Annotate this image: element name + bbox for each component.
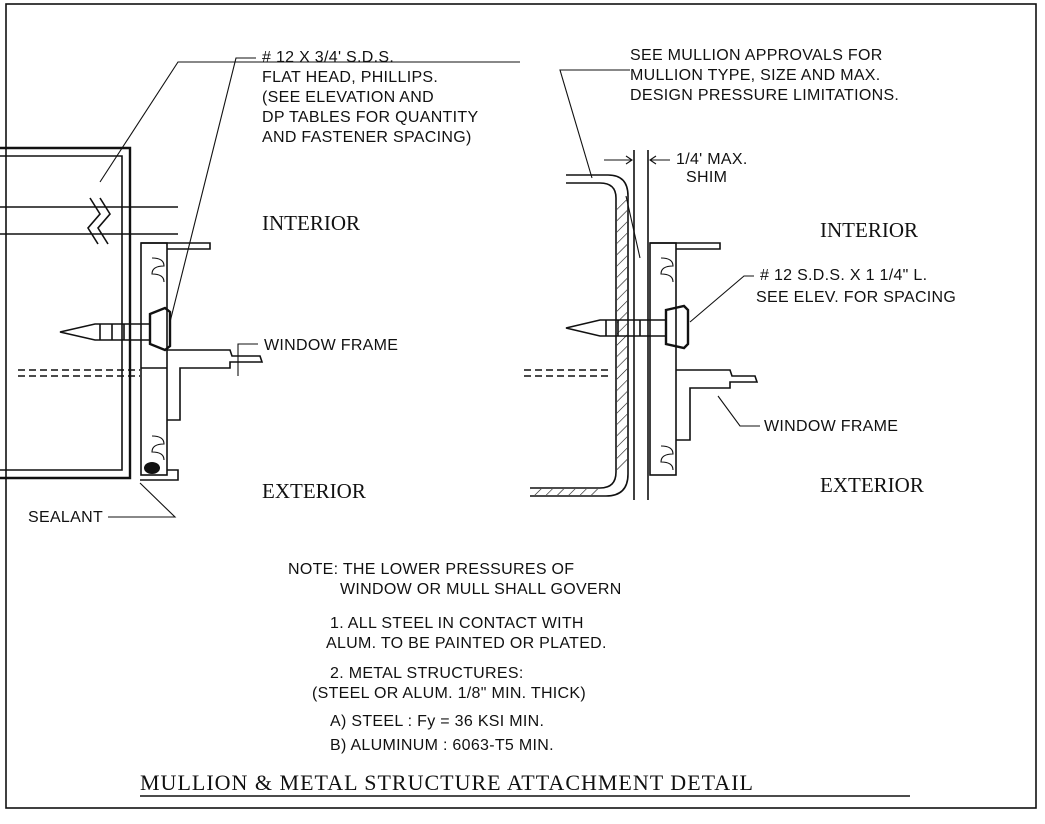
left-fastener-callout: # 12 X 3/4' S.D.S. FLAT HEAD, PHILLIPS. …: [262, 49, 478, 146]
drawing-title: MULLION & METAL STRUCTURE ATTACHMENT DET…: [140, 770, 754, 795]
mullion-outer-wall: [530, 182, 617, 489]
left-detail: [0, 57, 520, 518]
shim-label-line-2: SHIM: [686, 169, 727, 186]
right-shim-pointer: [625, 195, 641, 259]
left-window-frame-leader: [237, 343, 258, 376]
right-frame-flange-bottom: [676, 369, 759, 441]
note-item-2-line-1: 2. METAL STRUCTURES:: [330, 665, 524, 682]
left-frame-flange-top: [141, 242, 211, 250]
left-fastener-head: [148, 306, 172, 352]
right-fastener-leader: [689, 275, 754, 323]
left-frame-clip-bottom: [151, 435, 165, 461]
mullion-note-line-3: DESIGN PRESSURE LIMITATIONS.: [630, 87, 899, 104]
left-fastener-line-1: # 12 X 3/4' S.D.S.: [262, 49, 394, 66]
left-fastener-line-2: FLAT HEAD, PHILLIPS.: [262, 69, 438, 86]
left-frame-flange-bottom: [167, 349, 264, 421]
left-exterior-label: EXTERIOR: [262, 479, 366, 503]
right-fastener-line-1: # 12 S.D.S. X 1 1/4" L.: [760, 267, 927, 284]
left-sealant-bead: [144, 462, 160, 474]
right-window-frame-leader: [717, 395, 760, 427]
left-fastener-line-4: DP TABLES FOR QUANTITY: [262, 109, 478, 126]
left-fastener-leader: [169, 57, 256, 323]
right-window-frame-label: WINDOW FRAME: [764, 418, 898, 435]
left-window-frame-label: WINDOW FRAME: [264, 337, 398, 354]
right-detail: [524, 69, 760, 500]
right-interior-label: INTERIOR: [820, 218, 918, 242]
right-frame-flange-top: [650, 242, 721, 250]
mullion-note-line-2: MULLION TYPE, SIZE AND MAX.: [630, 67, 881, 84]
left-break-line: [0, 197, 178, 245]
note-line-2: WINDOW OR MULL SHALL GOVERN: [340, 581, 622, 598]
sheet-border: [5, 3, 1037, 809]
right-fastener-head: [664, 304, 690, 350]
mullion-approval-note: SEE MULLION APPROVALS FOR MULLION TYPE, …: [630, 47, 899, 104]
note-item-2b: B) ALUMINUM : 6063-T5 MIN.: [330, 737, 554, 754]
left-fastener-line-5: AND FASTENER SPACING): [262, 129, 472, 146]
right-fastener-line-2: SEE ELEV. FOR SPACING: [756, 289, 956, 306]
left-fastener-line-3: (SEE ELEVATION AND: [262, 89, 434, 106]
note-item-2-line-2: (STEEL OR ALUM. 1/8" MIN. THICK): [312, 685, 586, 702]
note-item-1-line-2: ALUM. TO BE PAINTED OR PLATED.: [326, 635, 607, 652]
mullion-note-leader: [559, 69, 630, 179]
mullion-note-line-1: SEE MULLION APPROVALS FOR: [630, 47, 883, 64]
right-frame-clip-bottom: [660, 445, 674, 471]
general-notes: NOTE: THE LOWER PRESSURES OF WINDOW OR M…: [288, 561, 622, 754]
note-item-1-line-1: 1. ALL STEEL IN CONTACT WITH: [330, 615, 584, 632]
left-fastener: [59, 323, 151, 341]
mullion-hatch-bottom: [530, 489, 600, 495]
left-metal-structure: [0, 146, 132, 480]
left-metal-structure-inner: [0, 155, 123, 471]
left-frame-clip-top: [151, 257, 165, 283]
sealant-label: SEALANT: [28, 509, 103, 526]
shim-dimension: [604, 155, 670, 165]
left-interior-label: INTERIOR: [262, 211, 360, 235]
shim-label-line-1: 1/4' MAX.: [676, 151, 748, 168]
note-line-1: NOTE: THE LOWER PRESSURES OF: [288, 561, 574, 578]
left-sealant-leader: [108, 482, 177, 518]
mullion-inner-wall: [530, 174, 629, 497]
right-exterior-label: EXTERIOR: [820, 473, 924, 497]
right-frame-clip-top: [660, 257, 674, 283]
left-mullion-leader: [99, 61, 520, 183]
mullion-hatch-vertical: [617, 200, 627, 470]
note-item-2a: A) STEEL : Fy = 36 KSI MIN.: [330, 713, 544, 730]
left-bottom-rail: [140, 469, 179, 481]
